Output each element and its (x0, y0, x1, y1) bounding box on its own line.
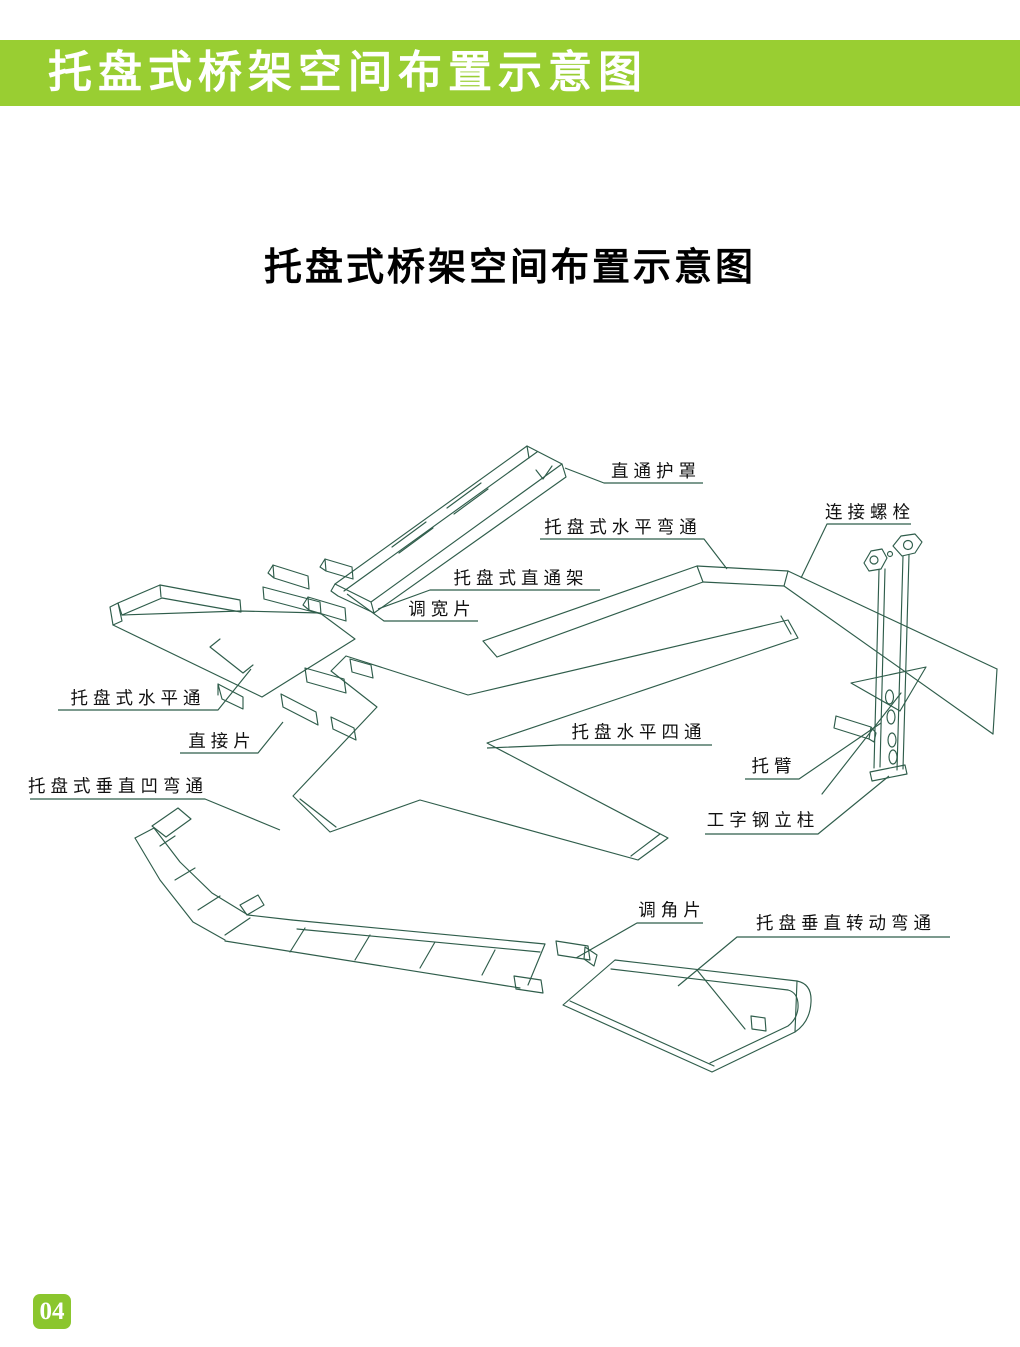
part-connector-piece (280, 658, 374, 741)
label-horizontal-cross-text: 托盘水平四通 (572, 722, 707, 742)
part-angle-clips (513, 940, 598, 994)
part-width-clips (267, 558, 354, 622)
label-connecting-bolt: 连接螺栓 (800, 502, 915, 579)
page-title: 托盘式桥架空间布置示意图 (263, 247, 756, 289)
label-connector-piece: 直接片 (180, 721, 284, 754)
diagram-labels: 直通护罩 托盘式水平弯通 连接螺栓 托盘式直通架 调宽片 托盘式水平通 直接片 (28, 461, 950, 987)
label-connecting-bolt-text: 连接螺栓 (825, 502, 915, 522)
part-horizontal-bend (482, 565, 998, 735)
label-horizontal-tee-text: 托盘式水平通 (71, 688, 206, 708)
label-i-beam-column: 工字钢立柱 (705, 775, 890, 835)
part-horizontal-cross (292, 615, 799, 861)
label-horizontal-bend: 托盘式水平弯通 (540, 517, 728, 570)
part-cover (330, 445, 567, 614)
label-width-adjust-piece: 调宽片 (346, 593, 478, 622)
label-straight-frame: 托盘式直通架 (377, 568, 600, 610)
label-straight-frame-text: 托盘式直通架 (454, 568, 589, 588)
header-title: 托盘式桥架空间布置示意图 (48, 48, 648, 97)
part-vertical-rotating-bend (562, 959, 812, 1073)
label-width-adjust-piece-text: 调宽片 (408, 599, 476, 619)
label-angle-adjust-piece-text: 调角片 (638, 900, 706, 920)
label-horizontal-bend-text: 托盘式水平弯通 (544, 517, 702, 537)
label-i-beam-column-text: 工字钢立柱 (707, 810, 820, 830)
label-vertical-rotating-bend: 托盘垂直转动弯通 (677, 913, 950, 987)
part-bracket-arm (833, 715, 877, 743)
page-number: 04 (39, 1297, 65, 1325)
label-connector-piece-text: 直接片 (188, 731, 256, 751)
page-number-badge: 04 (33, 1294, 71, 1329)
label-bracket-arm-text: 托臂 (752, 756, 797, 776)
label-angle-adjust-piece: 调角片 (575, 900, 706, 959)
label-vertical-concave-bend: 托盘式垂直凹弯通 (28, 776, 281, 831)
part-i-beam-column (821, 554, 927, 795)
label-horizontal-cross: 托盘水平四通 (486, 722, 712, 749)
part-horizontal-tee (109, 584, 356, 710)
label-cover: 直通护罩 (564, 461, 703, 484)
drawing-lines (109, 445, 998, 1073)
header-band: 托盘式桥架空间布置示意图 (0, 40, 1020, 106)
part-vertical-concave-bend (134, 807, 293, 941)
label-horizontal-tee: 托盘式水平通 (58, 668, 252, 711)
part-connecting-bolts (863, 533, 923, 572)
label-vertical-concave-bend-text: 托盘式垂直凹弯通 (28, 776, 208, 796)
label-bracket-arm: 托臂 (745, 722, 882, 780)
label-cover-text: 直通护罩 (611, 461, 701, 481)
part-bottom-tray (224, 919, 546, 989)
label-vertical-rotating-bend-text: 托盘垂直转动弯通 (756, 913, 936, 933)
